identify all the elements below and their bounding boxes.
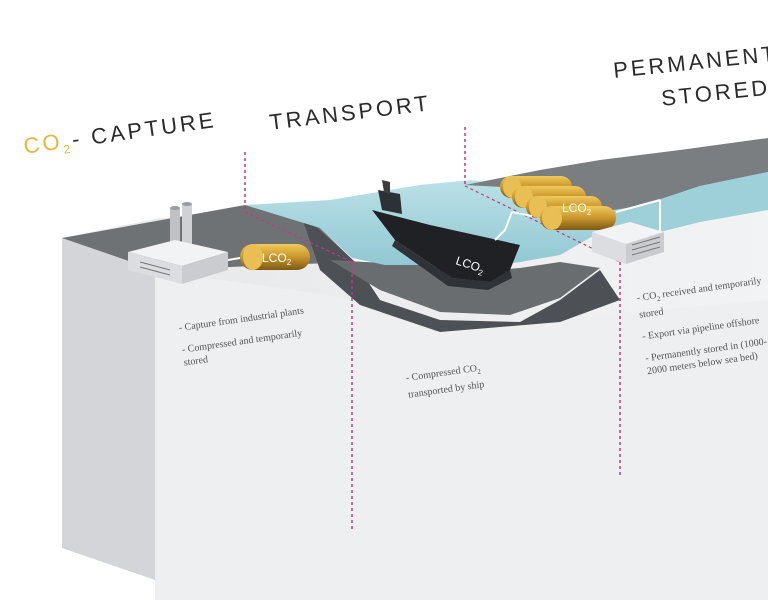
seabed-trough [300, 212, 620, 332]
capture-lco2-label: LCO2 [262, 251, 292, 267]
capture-factory-icon [128, 202, 228, 284]
ground-block-side [62, 238, 155, 580]
storage-tanks-icon: LCO2 [500, 176, 661, 232]
sea-water [245, 170, 768, 270]
storage-terminal-icon [592, 222, 664, 264]
storage-sea [600, 172, 768, 240]
ground-block-face [155, 270, 768, 600]
capture-note-2: - Compressed and temporarily stored [181, 327, 303, 369]
storage-lco2-label: LCO2 [562, 201, 592, 217]
storage-land-top [465, 138, 768, 212]
storage-notes: - CO2 received and temporarily stored - … [636, 274, 768, 387]
capture-lco2-tank: LCO2 [227, 244, 310, 270]
divider-surface-diagonal-1 [244, 211, 353, 263]
ship-icon: LCO2 [372, 180, 520, 290]
